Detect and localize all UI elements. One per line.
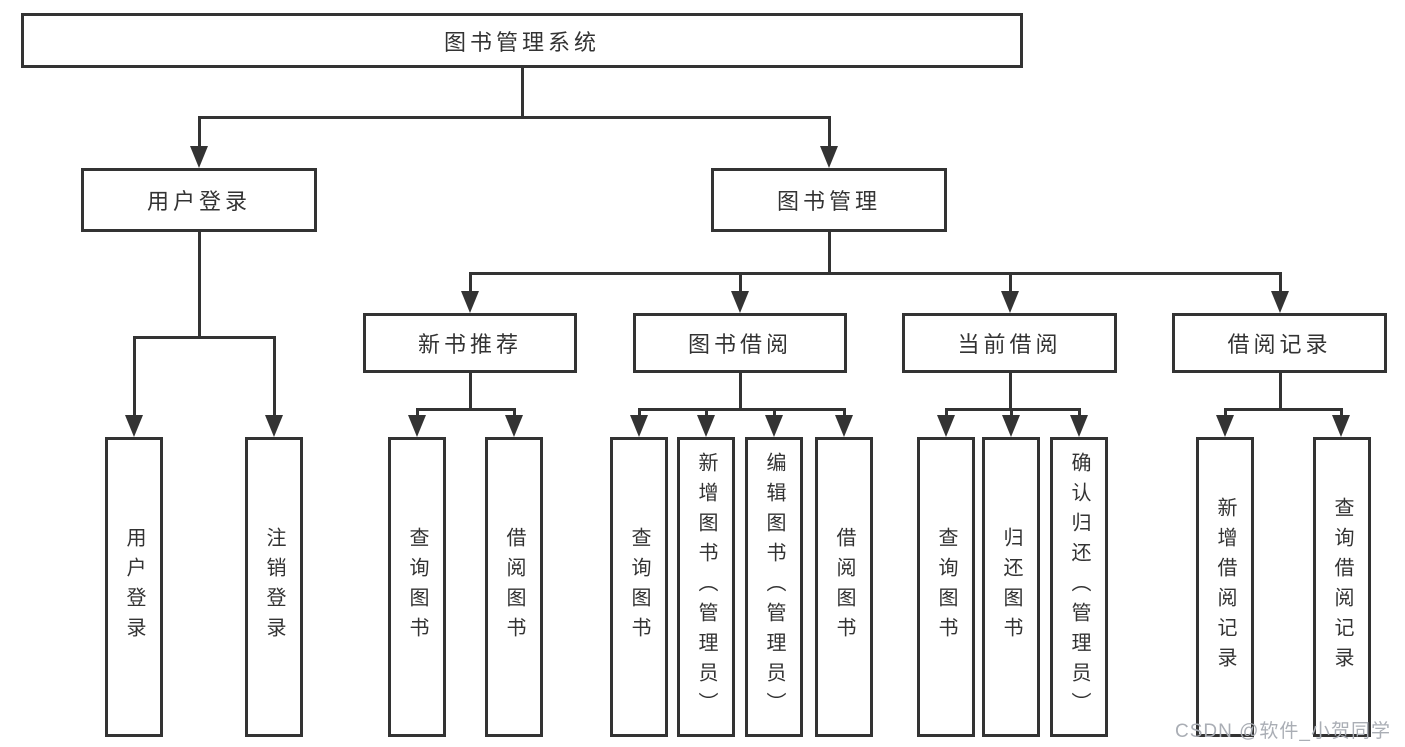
connector-line — [945, 408, 948, 417]
leaf-current-return: 归还图书 — [982, 437, 1040, 737]
node-book-borrow-label: 图书借阅 — [687, 332, 792, 357]
node-user-login: 用户登录 — [81, 168, 317, 232]
connector-line — [198, 116, 831, 119]
connector-line — [739, 272, 742, 293]
connector-line — [469, 272, 472, 293]
arrow-down-icon — [1216, 415, 1234, 437]
connector-line — [638, 408, 846, 411]
leaf-current-query: 查询图书 — [917, 437, 975, 737]
node-root: 图书管理系统 — [21, 13, 1023, 68]
node-book-borrow: 图书借阅 — [633, 313, 847, 373]
leaf-borrow-add-admin-label: 新增图书（管理员） — [695, 452, 717, 722]
arrow-down-icon — [697, 415, 715, 437]
arrow-down-icon — [125, 415, 143, 437]
connector-line — [1009, 272, 1012, 293]
leaf-current-confirm-admin: 确认归还（管理员） — [1050, 437, 1108, 737]
connector-line — [1340, 408, 1343, 417]
node-new-book-recommend-label: 新书推荐 — [417, 332, 522, 357]
leaf-current-query-label: 查询图书 — [935, 527, 957, 647]
arrow-down-icon — [937, 415, 955, 437]
leaf-borrow-edit-admin: 编辑图书（管理员） — [745, 437, 803, 737]
connector-line — [469, 272, 1282, 275]
node-borrow-records-label: 借阅记录 — [1227, 332, 1332, 357]
connector-line — [133, 336, 276, 339]
leaf-borrow-edit-admin-label: 编辑图书（管理员） — [763, 452, 785, 722]
arrow-down-icon — [1271, 291, 1289, 313]
connector-line — [1279, 373, 1282, 411]
leaf-record-add-label: 新增借阅记录 — [1214, 497, 1236, 677]
node-book-management-label: 图书管理 — [776, 189, 881, 214]
connector-line — [1279, 272, 1282, 293]
arrow-down-icon — [820, 146, 838, 168]
leaf-logout-label: 注销登录 — [263, 527, 285, 647]
arrow-down-icon — [408, 415, 426, 437]
leaf-newbook-query-label: 查询图书 — [406, 527, 428, 647]
connector-line — [273, 336, 276, 417]
arrow-down-icon — [835, 415, 853, 437]
leaf-borrow-query: 查询图书 — [610, 437, 668, 737]
arrow-down-icon — [765, 415, 783, 437]
connector-line — [638, 408, 641, 417]
node-current-borrow: 当前借阅 — [902, 313, 1117, 373]
connector-line — [133, 336, 136, 417]
connector-line — [1009, 373, 1012, 411]
leaf-borrow-book-label: 借阅图书 — [833, 527, 855, 647]
connector-line — [739, 373, 742, 411]
arrow-down-icon — [505, 415, 523, 437]
connector-line — [1078, 408, 1081, 417]
connector-line — [828, 232, 831, 275]
connector-line — [198, 232, 201, 339]
node-book-management: 图书管理 — [711, 168, 947, 232]
connector-line — [705, 408, 708, 417]
leaf-logout: 注销登录 — [245, 437, 303, 737]
leaf-newbook-query: 查询图书 — [388, 437, 446, 737]
arrow-down-icon — [265, 415, 283, 437]
connector-line — [198, 116, 201, 148]
connector-line — [1010, 408, 1013, 417]
node-new-book-recommend: 新书推荐 — [363, 313, 577, 373]
connector-line — [521, 68, 524, 119]
node-user-login-label: 用户登录 — [146, 189, 251, 214]
connector-line — [1224, 408, 1343, 411]
arrow-down-icon — [461, 291, 479, 313]
leaf-current-confirm-admin-label: 确认归还（管理员） — [1068, 452, 1090, 722]
leaf-borrow-book: 借阅图书 — [815, 437, 873, 737]
leaf-borrow-add-admin: 新增图书（管理员） — [677, 437, 735, 737]
leaf-current-return-label: 归还图书 — [1000, 527, 1022, 647]
connector-line — [1224, 408, 1227, 417]
csdn-watermark: CSDN @软件_小贺同学 — [1175, 721, 1391, 742]
leaf-user-login-label: 用户登录 — [123, 527, 145, 647]
arrow-down-icon — [190, 146, 208, 168]
arrow-down-icon — [1002, 415, 1020, 437]
node-current-borrow-label: 当前借阅 — [957, 332, 1062, 357]
leaf-newbook-borrow-label: 借阅图书 — [503, 527, 525, 647]
node-root-label: 图书管理系统 — [443, 29, 600, 55]
connector-line — [469, 373, 472, 411]
connector-line — [828, 116, 831, 148]
connector-line — [843, 408, 846, 417]
leaf-record-query-label: 查询借阅记录 — [1331, 497, 1353, 677]
connector-line — [416, 408, 419, 417]
node-borrow-records: 借阅记录 — [1172, 313, 1387, 373]
leaf-record-add: 新增借阅记录 — [1196, 437, 1254, 737]
arrow-down-icon — [1332, 415, 1350, 437]
connector-line — [773, 408, 776, 417]
connector-line — [416, 408, 516, 411]
leaf-user-login: 用户登录 — [105, 437, 163, 737]
leaf-newbook-borrow: 借阅图书 — [485, 437, 543, 737]
arrow-down-icon — [1001, 291, 1019, 313]
connector-line — [513, 408, 516, 417]
leaf-borrow-query-label: 查询图书 — [628, 527, 650, 647]
arrow-down-icon — [1070, 415, 1088, 437]
leaf-record-query: 查询借阅记录 — [1313, 437, 1371, 737]
arrow-down-icon — [630, 415, 648, 437]
arrow-down-icon — [731, 291, 749, 313]
connector-line — [945, 408, 1081, 411]
